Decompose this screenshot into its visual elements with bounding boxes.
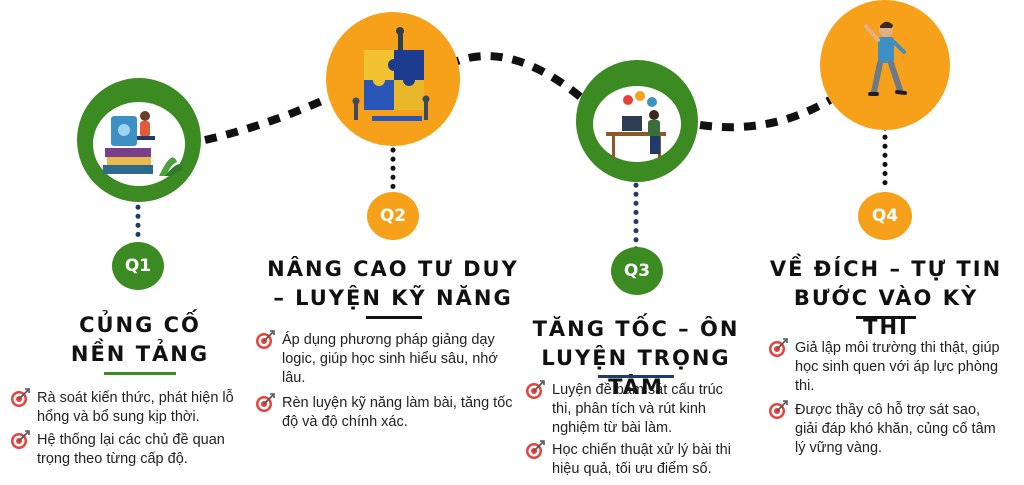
stage-3-badge: Q3 [611,247,663,295]
target-icon [11,430,30,449]
stage-2-title: NÂNG CAO TƯ DUY – LUYỆN KỸ NĂNG [262,255,524,313]
desk-worker-illustration [593,86,681,162]
stage-1-item: Rà soát kiến thức, phát hiện lỗ hổng và … [11,388,252,427]
stage-1-circle [77,78,201,202]
item-line: lâu. [282,370,306,386]
stage-3-underline [598,375,674,378]
stage-4-item: Giả lập môi trường thi thật, giúp học si… [769,338,1020,396]
stage-4-circle [820,0,950,130]
stage-4-title: VỀ ĐÍCH – TỰ TIN BƯỚC VÀO KỲ THI [768,255,1004,342]
stage-4-title-line: VỀ ĐÍCH – TỰ TIN [769,257,1003,281]
target-icon [769,338,788,357]
stage-3-title-line: LUYỆN TRỌNG TÂM [541,346,731,399]
item-line: độ và độ chính xác. [282,414,408,430]
stage-4-underline [856,316,916,319]
stage-2-underline [366,316,422,319]
stage-1-item: Hệ thống lại các chủ đề quan trọng theo … [11,430,252,469]
item-line: thi, phân tích và rút kinh [552,401,706,417]
item-line: logic, giúp học sinh hiểu sâu, nhớ [282,351,498,367]
item-line: thi. [795,378,815,394]
item-line: lý vững vàng. [795,440,883,456]
jumping-man-illustration [864,21,907,96]
item-line: Rà soát kiến thức, phát hiện lỗ [37,390,234,406]
stage-3-circle [576,60,698,182]
stage-4-item: Được thầy cô hỗ trợ sát sao, giải đáp kh… [769,400,1020,458]
item-line: giải đáp khó khăn, củng cố tâm [795,421,996,437]
stage-3-title-line: TĂNG TỐC – ÔN [532,317,740,341]
stage-1-underline [104,372,176,375]
item-line: Học chiến thuật xử lý bài thi [552,442,731,458]
stage-2-item: Áp dụng phương pháp giảng dạy logic, giú… [256,330,527,388]
stage-1-title-line: CỦNG CỐ [79,313,201,337]
stage-1-title: CỦNG CỐ NỀN TẢNG [30,311,250,369]
stage-2-title-line: NÂNG CAO TƯ DUY [267,257,519,281]
item-line: nghiệm từ bài làm. [552,420,673,436]
item-line: Hệ thống lại các chủ đề quan [37,432,225,448]
stage-1-badge: Q1 [112,242,164,290]
target-icon [256,330,275,349]
item-line: hiệu quả, tối ưu điểm số. [552,461,712,477]
item-line: Luyện đề bám sát cấu trúc [552,382,723,398]
stage-4-badge: Q4 [858,192,912,240]
studying-student-illustration [93,102,185,186]
target-icon [11,388,30,407]
stage-2-circle [326,12,460,146]
puzzle-team-illustration [352,27,430,121]
item-line: trọng theo từng cấp độ. [37,451,188,467]
target-icon [526,440,545,459]
item-line: Giả lập môi trường thi thật, giúp [795,340,1000,356]
item-line: hổng và bổ sung kịp thời. [37,409,200,425]
item-line: học sinh quen với áp lực phòng [795,359,999,375]
stage-3-item: Học chiến thuật xử lý bài thi hiệu quả, … [526,440,752,479]
item-line: Áp dụng phương pháp giảng dạy [282,332,495,348]
item-line: Được thầy cô hỗ trợ sát sao, [795,402,981,418]
stage-3-title: TĂNG TỐC – ÔN LUYỆN TRỌNG TÂM [518,315,754,402]
target-icon [769,400,788,419]
stage-2-title-line: – LUYỆN KỸ NĂNG [273,286,513,310]
stage-3-item: Luyện đề bám sát cấu trúc thi, phân tích… [526,380,752,438]
connector-q2-q3 [446,52,593,109]
item-line: Rèn luyện kỹ năng làm bài, tăng tốc [282,395,513,411]
stage-4-title-line: BƯỚC VÀO KỲ THI [793,286,979,339]
target-icon [526,380,545,399]
target-icon [256,393,275,412]
stage-2-badge: Q2 [367,192,419,240]
stage-2-item: Rèn luyện kỹ năng làm bài, tăng tốc độ v… [256,393,527,432]
stage-1-title-line: NỀN TẢNG [70,342,210,366]
connector-q1-q2 [204,91,337,144]
connector-q3-q4 [699,96,833,132]
